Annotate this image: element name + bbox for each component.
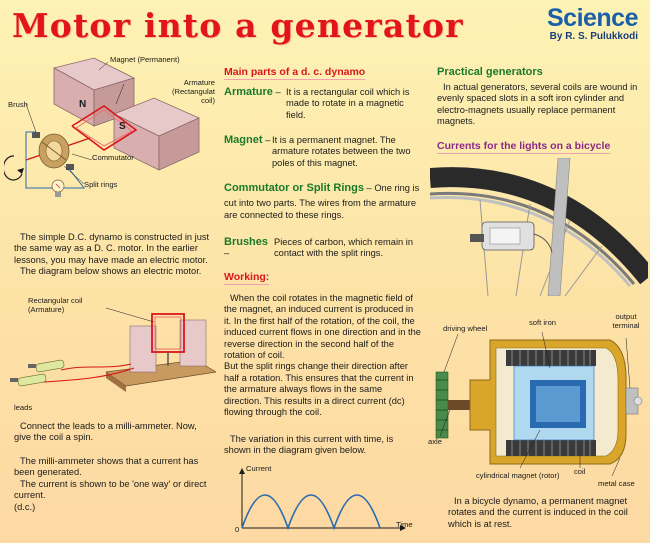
variation-paragraph: The variation in this current with time,… bbox=[224, 434, 394, 456]
brushes-term-wrap: Brushes – bbox=[224, 236, 274, 260]
result-text-2: The current is shown to be 'one way' or … bbox=[14, 478, 207, 501]
magnet-dash: – bbox=[265, 135, 271, 145]
result-paragraph: The milli-ammeter shows that a current h… bbox=[14, 456, 214, 513]
coil-label: coil bbox=[574, 467, 586, 476]
brushes-term: Brushes bbox=[224, 236, 269, 248]
armature-term-wrap: Armature – bbox=[224, 86, 286, 121]
brand-block: Science By R. S. Pulukkodi bbox=[546, 4, 639, 42]
working-heading: Working: bbox=[224, 271, 270, 285]
result-text-3: (d.c.) bbox=[14, 501, 36, 512]
armature-label: Armature (Rectangulat coil) bbox=[171, 78, 215, 105]
metal-case-label: metal case bbox=[598, 479, 635, 488]
axle-label: axle bbox=[428, 437, 442, 446]
commutator-line: Commutator or Split Rings – One ring is bbox=[224, 182, 424, 194]
bicycle-wheel-illustration bbox=[430, 158, 648, 296]
graph-ylabel: Current bbox=[246, 464, 272, 473]
connect-paragraph: Connect the leads to a milli-ammeter. No… bbox=[14, 421, 197, 443]
intro-paragraph: The simple D.C. dynamo is constructed in… bbox=[14, 232, 214, 278]
armature-definition: Armature – It is a rectangular coil whic… bbox=[224, 86, 424, 121]
practical-heading: Practical generators bbox=[437, 66, 543, 78]
armature-term: Armature bbox=[224, 86, 273, 98]
magnet-term-wrap: Magnet – bbox=[224, 134, 272, 169]
split-rings-label: Split rings bbox=[84, 180, 118, 189]
bicycle-heading: Currents for the lights on a bicycle bbox=[437, 140, 611, 154]
current-time-graph bbox=[239, 468, 406, 531]
cylindrical-magnet-label: cylindrical magnet (rotor) bbox=[476, 471, 560, 480]
bicycle-dynamo-paragraph: In a bicycle dynamo, a permanent magnet … bbox=[448, 496, 628, 529]
working-text-1: When the coil rotates in the magnetic fi… bbox=[224, 293, 421, 361]
brush-label: Brush bbox=[8, 100, 28, 109]
bicycle-heading-text: Currents for the lights on a bicycle bbox=[437, 140, 611, 154]
leads-label: leads bbox=[14, 403, 33, 412]
electric-motor-diagram bbox=[10, 307, 216, 392]
coil-label: Rectangular coil (Armature) bbox=[28, 296, 83, 314]
graph-y-arrow bbox=[239, 468, 245, 474]
author-name: By R. S. Pulukkodi bbox=[549, 31, 638, 42]
armature-dash: – bbox=[275, 87, 281, 97]
working-paragraph: When the coil rotates in the magnetic fi… bbox=[224, 293, 422, 418]
practical-paragraph: In actual generators, several coils are … bbox=[437, 82, 638, 127]
commutator-def-1: One ring is bbox=[374, 183, 420, 193]
commutator-dash: – bbox=[366, 183, 372, 193]
driving-wheel-label: driving wheel bbox=[443, 324, 488, 333]
intro-text: The simple D.C. dynamo is constructed in… bbox=[14, 232, 210, 265]
magnet-label: Magnet (Permanent) bbox=[110, 55, 180, 64]
magnet-term: Magnet bbox=[224, 134, 263, 146]
result-text: The milli-ammeter shows that a current h… bbox=[14, 456, 199, 478]
page-title: Motor into a generator bbox=[12, 6, 464, 45]
intro-text-2: The diagram below shows an electric moto… bbox=[20, 266, 202, 277]
output-terminal-label: output terminal bbox=[612, 312, 640, 330]
dynamo-cross-section bbox=[435, 331, 643, 477]
soft-iron-label: soft iron bbox=[529, 318, 557, 327]
brand-name: Science bbox=[546, 4, 639, 32]
pole-n: N bbox=[79, 99, 87, 110]
brushes-dash: – bbox=[224, 248, 230, 259]
commutator-definition: Commutator or Split Rings – One ring is … bbox=[224, 182, 424, 221]
dynamo-diagram bbox=[4, 57, 200, 197]
pole-s: S bbox=[119, 121, 126, 132]
parts-heading-text: Main parts of a d. c. dynamo bbox=[224, 66, 366, 80]
commutator-term: Commutator or Split Rings bbox=[224, 182, 364, 194]
magnet-def: It is a permanent magnet. The armature r… bbox=[272, 135, 411, 168]
brushes-def: Pieces of carbon, which remain in contac… bbox=[274, 237, 414, 259]
working-text-2: But the split rings change their directi… bbox=[224, 361, 414, 418]
magnet-definition: Magnet – It is a permanent magnet. The a… bbox=[224, 134, 424, 169]
graph-x-arrow bbox=[400, 525, 406, 531]
parts-heading: Main parts of a d. c. dynamo bbox=[224, 66, 366, 80]
working-heading-text: Working: bbox=[224, 271, 270, 285]
graph-origin: 0 bbox=[235, 525, 240, 534]
commutator-def-2: cut into two parts. The wires from the a… bbox=[224, 198, 417, 220]
armature-def: It is a rectangular coil which is made t… bbox=[286, 87, 410, 120]
graph-dc-curve bbox=[241, 494, 381, 531]
graph-xlabel: Time bbox=[396, 520, 413, 529]
brushes-definition: Brushes – Pieces of carbon, which remain… bbox=[224, 236, 424, 260]
commutator-label: Commutator bbox=[92, 153, 134, 162]
